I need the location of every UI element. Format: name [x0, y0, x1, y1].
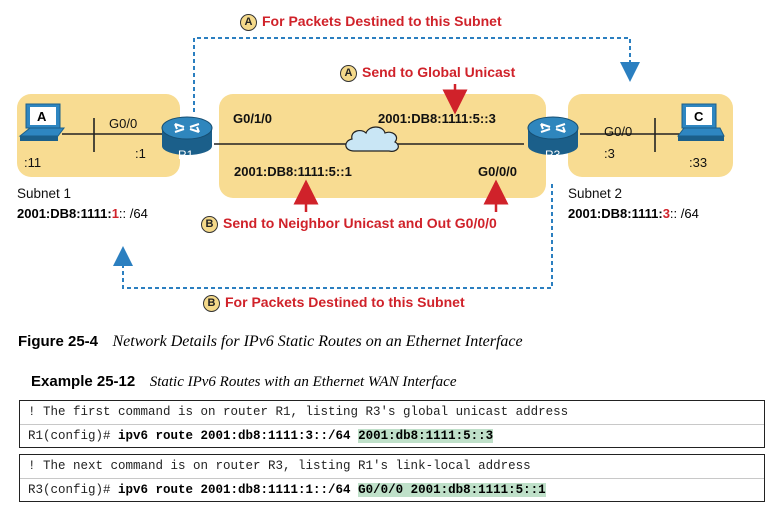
r3-wan-addr: 2001:DB8:1111:5::3 — [378, 111, 496, 126]
code-highlight-1: 2001:db8:1111:5::3 — [358, 429, 494, 443]
code-command-2: R3(config)# ipv6 route 2001:db8:1111:1::… — [20, 478, 764, 501]
code-cmd-1: ipv6 route 2001:db8:1111:3::/64 — [118, 429, 359, 443]
send-neighbor-label: B Send to Neighbor Unicast and Out G0/0/0 — [201, 215, 497, 233]
code-prompt-2: R3(config)# — [28, 483, 119, 497]
subnet2-prefix-b: 3 — [662, 206, 670, 221]
pc-c-icon — [677, 103, 725, 141]
r1-lan-interface: G0/0 — [109, 116, 138, 131]
r1-wan-interface: G0/1/0 — [233, 111, 273, 126]
pc-a-icon — [18, 103, 65, 141]
code-prompt-1: R1(config)# — [28, 429, 119, 443]
marker-b-2: B — [203, 295, 220, 312]
r3-lan-addr: :3 — [604, 146, 615, 161]
code-highlight-2: G0/0/0 2001:db8:1111:5::1 — [358, 483, 546, 497]
bottom-destination-label: B For Packets Destined to this Subnet — [203, 294, 465, 312]
subnet1-label: Subnet 1 — [17, 186, 72, 201]
bottom-dashed-path — [113, 184, 553, 289]
host-c-name: C — [694, 109, 704, 124]
subnet2-label: Subnet 2 — [568, 186, 623, 201]
figure-number: Figure 25-4 — [18, 333, 99, 350]
r1-name: R1 — [178, 148, 194, 162]
subnet2-prefix-a: 2001:DB8:1111: — [568, 206, 663, 221]
router-r1-icon — [161, 116, 213, 155]
host-a-name: A — [37, 109, 47, 124]
figure-caption-text: Network Details for IPv6 Static Routes o… — [112, 333, 523, 350]
code-comment-1: ! The first command is on router R1, lis… — [28, 405, 569, 419]
wan-cloud-icon — [345, 126, 399, 152]
r3-wan-interface: G0/0/0 — [478, 164, 518, 179]
r3-lan-interface: G0/0 — [604, 124, 633, 139]
example-caption: Example 25-12 Static IPv6 Routes with an… — [31, 373, 456, 391]
network-diagram — [17, 37, 733, 289]
top-destination-label: A For Packets Destined to this Subnet — [240, 13, 502, 31]
send-global-label: A Send to Global Unicast — [340, 64, 515, 82]
send-global-text: Send to Global Unicast — [362, 64, 516, 80]
bottom-label-text: For Packets Destined to this Subnet — [225, 294, 465, 310]
code-block-2: ! The next command is on router R3, list… — [19, 454, 765, 502]
code-cmd-2: ipv6 route 2001:db8:1111:1::/64 — [118, 483, 359, 497]
code-block-1: ! The first command is on router R1, lis… — [19, 400, 765, 448]
code-command-1: R1(config)# ipv6 route 2001:db8:1111:3::… — [20, 424, 764, 447]
subnet2-prefix-c: :: /64 — [669, 206, 699, 221]
subnet1-prefix-b: 1 — [111, 206, 119, 221]
r1-wan-addr: 2001:DB8:1111:5::1 — [234, 164, 352, 179]
example-number: Example 25-12 — [31, 373, 136, 390]
top-dashed-path — [193, 37, 640, 112]
r3-name: R3 — [545, 148, 561, 162]
router-r3-icon — [527, 116, 579, 155]
r1-lan-addr: :1 — [135, 146, 146, 161]
marker-a: A — [240, 14, 257, 31]
subnet1-prefix-a: 2001:DB8:1111: — [17, 206, 112, 221]
host-a-addr: :11 — [24, 155, 42, 170]
figure-caption: Figure 25-4 Network Details for IPv6 Sta… — [18, 333, 523, 351]
marker-b: B — [201, 216, 218, 233]
marker-a-2: A — [340, 65, 357, 82]
subnet1-prefix: 2001:DB8:1111:1:: /64 — [17, 206, 148, 221]
send-neighbor-text: Send to Neighbor Unicast and Out G0/0/0 — [223, 215, 497, 231]
subnet2-prefix: 2001:DB8:1111:3:: /64 — [568, 206, 699, 221]
host-c-addr: :33 — [689, 155, 708, 170]
example-caption-text: Static IPv6 Routes with an Ethernet WAN … — [149, 374, 457, 390]
subnet1-prefix-c: :: /64 — [118, 206, 148, 221]
code-comment-2: ! The next command is on router R3, list… — [28, 459, 531, 473]
top-label-text: For Packets Destined to this Subnet — [262, 13, 502, 29]
